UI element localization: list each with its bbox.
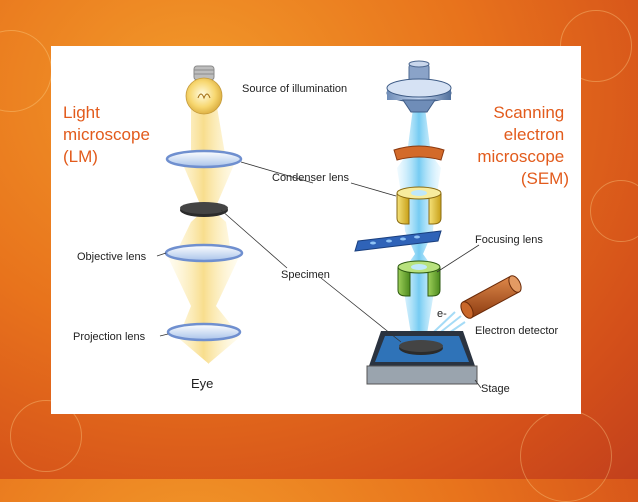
bg-bubble xyxy=(0,30,52,112)
lm-objective-lens xyxy=(164,243,244,263)
diagram-panel: Light microscope (LM) Objective lens Pro… xyxy=(51,46,581,414)
electron-symbol-label: e- xyxy=(437,308,447,320)
lm-projection-lens xyxy=(166,322,242,342)
projection-lens-label: Projection lens xyxy=(73,331,146,343)
bg-bubble xyxy=(520,410,612,502)
source-of-illumination-label: Source of illumination xyxy=(242,83,347,95)
objective-lens-label: Objective lens xyxy=(77,251,147,263)
sem-title: Scanning electron microscope (SEM) xyxy=(477,103,569,188)
sem-condenser-lens xyxy=(396,186,442,225)
light-bulb-icon xyxy=(185,65,223,115)
sem-stage xyxy=(366,331,478,385)
electron-source-icon xyxy=(386,60,452,113)
specimen-label: Specimen xyxy=(281,269,330,281)
bg-bubble xyxy=(10,400,82,472)
bg-bubble xyxy=(590,180,638,242)
microscope-diagram: Light microscope (LM) Objective lens Pro… xyxy=(63,60,569,395)
eye-label: Eye xyxy=(191,376,213,391)
leader-lines xyxy=(156,161,482,389)
stage-label: Stage xyxy=(481,383,510,395)
electron-detector-label: Electron detector xyxy=(475,325,558,337)
sem-focusing-lens xyxy=(397,260,441,297)
sem-condenser-plate xyxy=(393,145,445,161)
lm-specimen xyxy=(180,202,228,217)
lm-condenser-lens xyxy=(165,149,243,169)
lm-title: Light microscope (LM) xyxy=(63,103,155,166)
condenser-lens-label: Condenser lens xyxy=(272,172,350,184)
focusing-lens-label: Focusing lens xyxy=(475,234,543,246)
sem-aperture-plate xyxy=(354,230,442,252)
electron-beam xyxy=(397,108,441,346)
electron-detector-icon xyxy=(460,275,522,319)
